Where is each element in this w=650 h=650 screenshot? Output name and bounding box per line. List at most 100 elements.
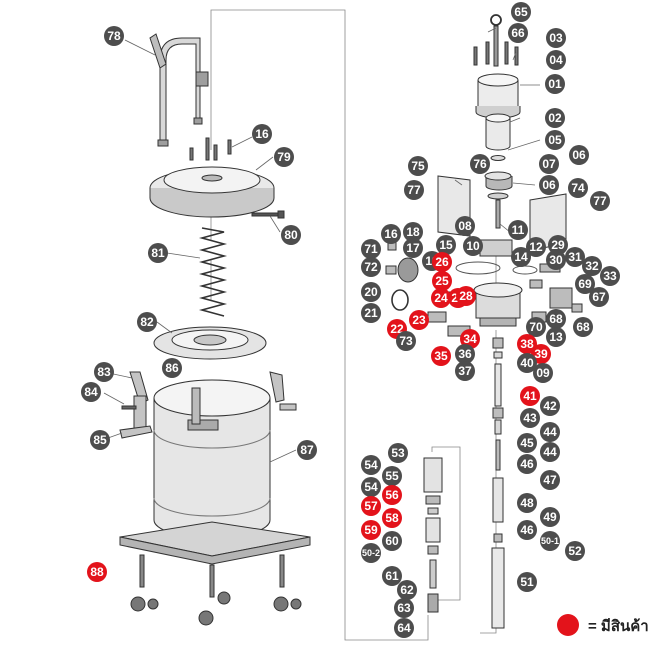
pump-assembly (385, 14, 583, 629)
callout-25-label: 25 (435, 274, 449, 288)
callout-68a-label: 68 (549, 312, 563, 326)
lid-screw (251, 210, 285, 219)
callout-54b-marker (361, 477, 381, 497)
callout-25-marker (432, 271, 452, 291)
callout-79-marker (274, 147, 294, 167)
callout-80-label: 80 (284, 228, 298, 242)
callout-07-label: 07 (542, 157, 556, 171)
callout-23-label: 23 (412, 313, 426, 327)
callout-17-label: 17 (406, 241, 420, 255)
callout-57-label: 57 (364, 499, 378, 513)
callout-15-label: 15 (439, 238, 453, 252)
callout-40-marker (517, 353, 537, 373)
callout-33-label: 33 (603, 269, 617, 283)
callout-77a-marker (590, 191, 610, 211)
callout-52-marker (565, 541, 585, 561)
callout-58-marker (382, 508, 402, 528)
callout-24: 24 (431, 288, 451, 308)
follower-spring (198, 227, 228, 317)
callout-43: 43 (520, 408, 540, 428)
callout-05: 05 (545, 130, 565, 150)
callout-44a-marker (540, 422, 560, 442)
legend-label: = มีสินค้า (588, 617, 649, 635)
callout-86: 86 (162, 358, 182, 378)
callout-14: 14 (511, 247, 531, 267)
callout-49: 49 (540, 507, 560, 527)
callout-48-marker (517, 493, 537, 513)
callout-87-label: 87 (300, 443, 314, 457)
callout-59-marker (361, 520, 381, 540)
callout-41-marker (520, 386, 540, 406)
cart-wheels (130, 591, 302, 626)
callout-74-marker (568, 178, 588, 198)
legend-red-dot (557, 614, 579, 636)
callout-05-label: 05 (548, 133, 562, 147)
callout-84: 84 (81, 382, 101, 402)
callout-08-marker (455, 216, 475, 236)
callout-50-1: 50-1 (540, 531, 560, 551)
callout-31-marker (565, 247, 585, 267)
callout-38-marker (517, 334, 537, 354)
callout-67: 67 (589, 287, 609, 307)
callout-71: 71 (361, 239, 381, 259)
callout-75-label: 75 (411, 159, 425, 173)
callout-63-marker (394, 598, 414, 618)
callout-84-marker (81, 382, 101, 402)
callout-45: 45 (517, 433, 537, 453)
callout-16b-label: 16 (384, 227, 398, 241)
callout-52: 52 (565, 541, 585, 561)
callout-60: 60 (382, 531, 402, 551)
callout-06a-label: 06 (572, 148, 586, 162)
callout-37-label: 37 (458, 364, 472, 378)
callout-77a: 77 (590, 191, 610, 211)
callout-12: 12 (526, 237, 546, 257)
callout-04-label: 04 (549, 53, 563, 67)
callout-06b: 06 (539, 175, 559, 195)
callout-16b: 16 (381, 224, 401, 244)
callout-39-label: 39 (534, 347, 548, 361)
callout-49-marker (540, 507, 560, 527)
callout-81: 81 (148, 243, 168, 263)
callout-16a: 16 (252, 124, 272, 144)
callout-47-label: 47 (543, 473, 557, 487)
callout-01: 01 (545, 74, 565, 94)
callout-62-label: 62 (400, 583, 414, 597)
callout-21: 21 (361, 303, 381, 323)
callout-63-label: 63 (397, 601, 411, 615)
callout-10-label: 10 (466, 239, 480, 253)
callout-75-marker (408, 156, 428, 176)
tank-assembly (119, 33, 311, 626)
callout-50-1-label: 50-1 (541, 536, 559, 546)
callout-38-label: 38 (520, 337, 534, 351)
callout-26: 26 (432, 252, 452, 272)
piston (484, 155, 513, 229)
callout-07-marker (539, 154, 559, 174)
callout-20-label: 20 (364, 285, 378, 299)
callout-64: 64 (394, 618, 414, 638)
callout-62-marker (397, 580, 417, 600)
callout-08: 08 (455, 216, 475, 236)
callout-57-marker (361, 496, 381, 516)
callout-48-label: 48 (520, 496, 534, 510)
callout-10: 10 (463, 236, 483, 256)
callout-09: 09 (533, 363, 553, 383)
callout-35-label: 35 (434, 349, 448, 363)
callout-76-marker (470, 154, 490, 174)
callout-87: 87 (297, 440, 317, 460)
callout-72: 72 (361, 257, 381, 277)
callout-29: 29 (548, 235, 568, 255)
callout-68b-marker (573, 317, 593, 337)
callout-13: 13 (546, 327, 566, 347)
tank-lid (149, 166, 275, 218)
callout-64-marker (394, 618, 414, 638)
callout-73-marker (396, 331, 416, 351)
callout-58: 58 (382, 508, 402, 528)
callout-14-marker (511, 247, 531, 267)
callout-61: 61 (382, 566, 402, 586)
callout-11-label: 11 (512, 223, 525, 237)
callout-30-marker (546, 250, 566, 270)
callout-54b: 54 (361, 477, 381, 497)
callout-21-marker (361, 303, 381, 323)
callout-51-marker (517, 572, 537, 592)
callout-06b-marker (539, 175, 559, 195)
